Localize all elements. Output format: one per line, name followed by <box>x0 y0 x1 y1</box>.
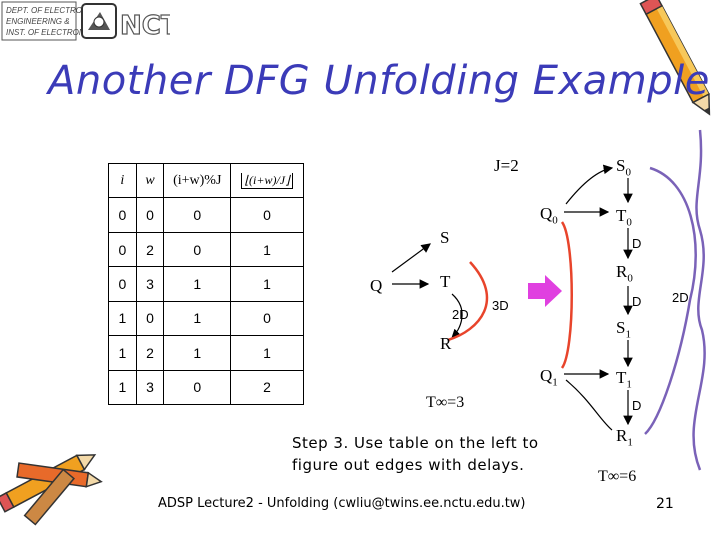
node-q1: Q1 <box>540 366 558 388</box>
step-instruction: Step 3. Use table on the left to figure … <box>292 432 582 476</box>
footer-text: ADSP Lecture2 - Unfolding (cwliu@twins.e… <box>158 496 526 511</box>
node-r: R <box>440 334 451 354</box>
node-t: T <box>440 272 450 292</box>
delay-rq: 3D <box>492 298 509 313</box>
delay-loop: 2D <box>672 290 689 305</box>
page-number: 21 <box>656 496 674 512</box>
edge-q0-s0 <box>566 168 612 204</box>
edge-q0-q1-highlight <box>562 222 572 368</box>
transform-arrow <box>528 275 562 307</box>
node-r1: R1 <box>616 426 633 448</box>
delay-tr: 2D <box>452 307 469 322</box>
node-r0: R0 <box>616 262 633 284</box>
edge-q-s <box>392 244 430 272</box>
node-t0: T0 <box>616 206 632 228</box>
edge-r-q-highlight <box>448 262 487 340</box>
node-q: Q <box>370 276 382 296</box>
node-t1: T1 <box>616 368 632 390</box>
node-q0: Q0 <box>540 204 558 226</box>
delay-t0-r0: D <box>632 236 641 251</box>
iteration-bound-original: T∞=3 <box>426 394 464 412</box>
node-s: S <box>440 228 449 248</box>
node-s1: S1 <box>616 318 631 340</box>
j-label: J=2 <box>494 156 519 176</box>
iteration-bound-unfolded: T∞=6 <box>598 468 636 486</box>
delay-t1-r1: D <box>632 398 641 413</box>
delay-r0-s1: D <box>632 294 641 309</box>
node-s0: S0 <box>616 156 631 178</box>
edge-q1-r1 <box>566 380 612 430</box>
